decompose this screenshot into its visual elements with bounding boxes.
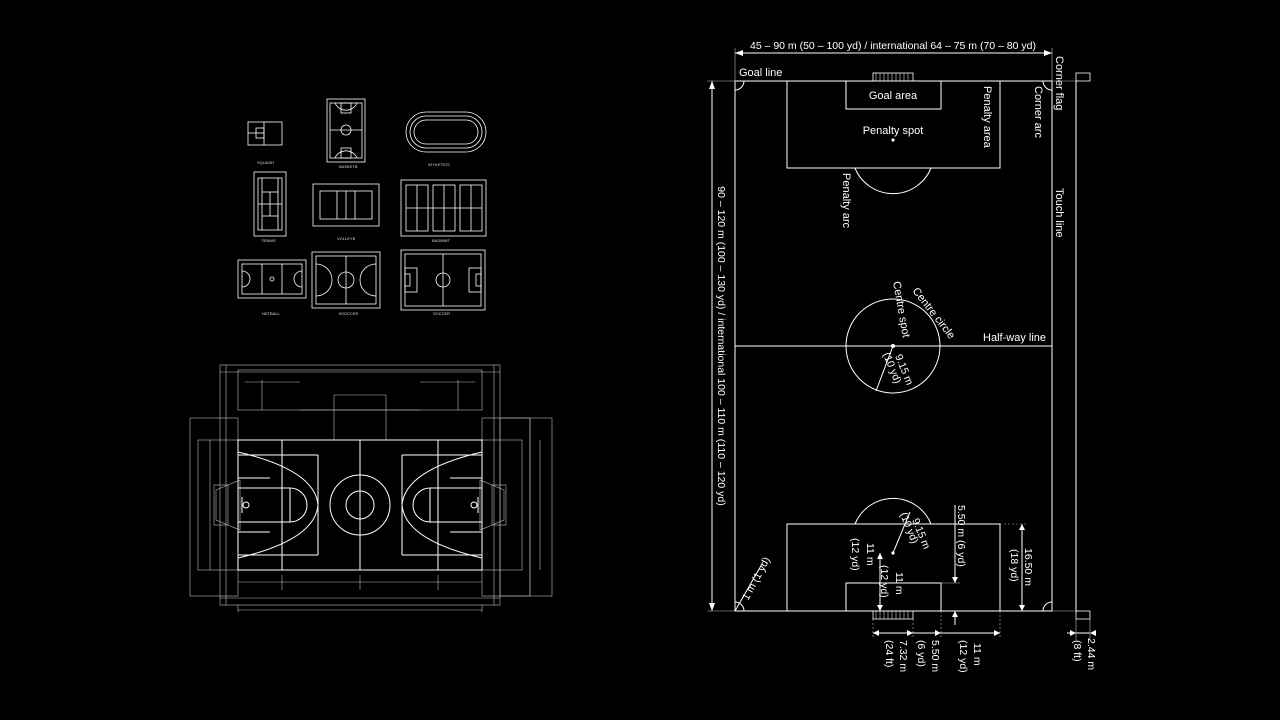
- spot-distance-yd: (12 yd): [849, 538, 861, 571]
- badminton-label: BADMINT: [432, 238, 451, 243]
- corner-flag-label: Corner flag: [1053, 56, 1065, 110]
- soccer-pitch-thumbnail: SOCCER: [400, 249, 486, 316]
- top-penalty-spot: [891, 138, 895, 142]
- penalty-area-depth-yd: (18 yd): [1008, 549, 1020, 582]
- goal-line-label: Goal line: [739, 67, 782, 79]
- penalty-width-yd: (12 yd): [957, 640, 969, 673]
- spot-distance-m: 11 m: [864, 543, 876, 566]
- goal-area-label: Goal area: [869, 90, 918, 102]
- athletics-track-thumbnail: ATHLETICS: [405, 111, 487, 167]
- basketball-court-thumbnail: BASKETB: [326, 98, 366, 169]
- centre-circle: [845, 298, 941, 394]
- spot-distance2-m: 11 m: [893, 572, 905, 595]
- netball-label: NETBALL: [262, 311, 281, 316]
- bottom-corner-flag: [1075, 610, 1091, 620]
- centre-spot-label: Centre spot: [890, 280, 912, 338]
- goal-area-width-m: 5.50 m: [929, 640, 941, 672]
- basketball-court-drawing: [189, 364, 553, 612]
- netball-court-thumbnail: NETBALL: [237, 259, 307, 316]
- goal-width-m: 7.32 m: [897, 640, 909, 672]
- spot-distance2-yd: (12 yd): [878, 565, 890, 598]
- top-goal: [872, 72, 914, 82]
- goal-area-depth: 5.50 m (6 yd): [955, 505, 967, 567]
- top-penalty-arc: [854, 167, 932, 195]
- corner-radius: 1 m (1 yd): [740, 555, 773, 602]
- bottom-penalty-arc: [854, 497, 932, 525]
- penalty-arc-label: Penalty arc: [840, 173, 852, 229]
- bottom-penalty-area: [786, 523, 1001, 612]
- pitch-length-dimension: 90 – 120 m (100 – 130 yd) / internationa…: [715, 186, 727, 506]
- soccer-label: SOCCER: [433, 311, 450, 316]
- goal-height-ft: (8 ft): [1071, 640, 1083, 662]
- goal-height-m: 2.44 m: [1085, 638, 1097, 670]
- penalty-width-m: 11 m: [971, 643, 983, 666]
- badminton-court-thumbnail: BADMINT: [400, 179, 487, 243]
- touch-line-label: Touch line: [1053, 188, 1065, 238]
- 5soccer-court-thumbnail: 5SOCCER: [311, 251, 381, 316]
- half-way-line-label: Half-way line: [983, 332, 1046, 344]
- basketball-label: BASKETB: [339, 164, 358, 169]
- bottom-goal: [872, 610, 914, 620]
- goal-area-width-yd: (6 yd): [915, 640, 927, 667]
- corner-arc-label: Corner arc: [1032, 86, 1044, 138]
- soccer-pitch-diagram: 45 – 90 m (50 – 100 yd) / international …: [707, 40, 1097, 673]
- penalty-area-depth-m: 16.50 m: [1022, 548, 1034, 586]
- centre-circle-label: Centre circle: [910, 285, 957, 341]
- athletics-label: ATHLETICS: [428, 162, 450, 167]
- penalty-spot-label: Penalty spot: [863, 125, 924, 137]
- penalty-area-label: Penalty area: [981, 86, 993, 149]
- tennis-court-thumbnail: TENNIS: [253, 171, 287, 243]
- top-corner-flag: [1075, 72, 1091, 82]
- squash-label: SQUASH: [257, 160, 274, 165]
- thumbnail-grid: SQUASH BASKETB ATHLETICS: [237, 98, 487, 316]
- tennis-label: TENNIS: [261, 238, 276, 243]
- 5soccer-label: 5SOCCER: [339, 311, 358, 316]
- squash-court-thumbnail: SQUASH: [247, 121, 283, 165]
- volleyball-court-thumbnail: VOLLEYB: [312, 183, 380, 241]
- goal-width-ft: (24 ft): [883, 640, 895, 667]
- volleyball-label: VOLLEYB: [337, 236, 356, 241]
- pitch-width-dimension: 45 – 90 m (50 – 100 yd) / international …: [750, 40, 1036, 52]
